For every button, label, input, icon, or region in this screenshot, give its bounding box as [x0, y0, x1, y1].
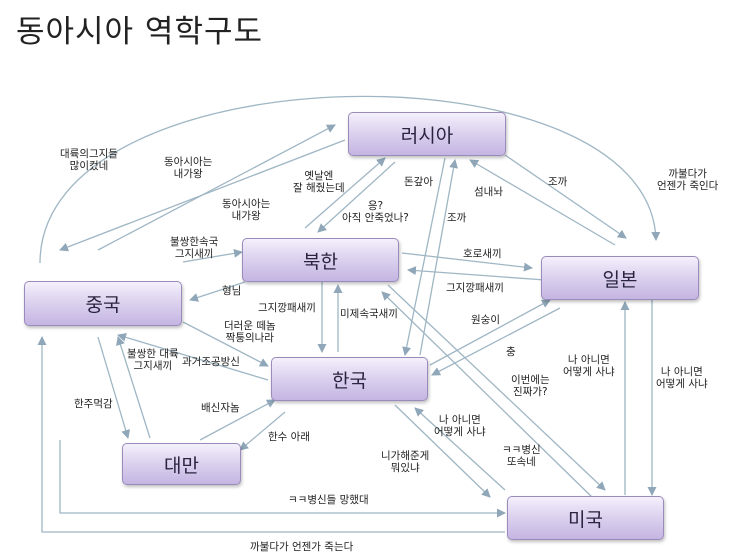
label-japan-russia-2: 조까: [548, 176, 568, 188]
label-japan-korea-2: 충: [506, 346, 516, 358]
label-taiwan-usa: ㅋㅋ병신들 망했대: [288, 494, 369, 506]
label-russia-korea-1: 돈갚아: [404, 176, 433, 188]
arrow-japan-korea: [431, 307, 561, 376]
label-nk-korea-1: 그지깡패새끼: [258, 302, 316, 314]
label-japan-usa-3: ㅋㅋ병신 또속네: [502, 444, 541, 468]
arrow-japan-nk: [407, 266, 546, 281]
arrow-china-nk: [182, 248, 243, 263]
arrow-china-japan-arc: [39, 95, 661, 264]
arrow-china-korea: [182, 321, 269, 367]
node-russia[interactable]: 러시아: [348, 112, 506, 156]
arrow-japan-russia: [469, 159, 616, 246]
label-japan-usa-2: 나 아니면 어떻게 사냐: [656, 366, 708, 390]
label-china-taiwan-1: 불쌍한 대륙 그지새끼: [127, 348, 179, 372]
label-china-russia-2: 동아시아는 내가왕: [164, 156, 213, 180]
arrow-nk-japan: [401, 252, 533, 272]
arrow-nk-china: [189, 281, 246, 302]
arrow-taiwan-china: [116, 336, 151, 439]
arrow-korea-japan: [429, 299, 551, 366]
label-korea-usa-2: 니가해준게 뭐있냐: [381, 450, 430, 474]
label-china-nk-1: 불쌍한속국 그지새끼: [170, 236, 219, 260]
label-nk-usa: 이번에는 진짜가?: [511, 374, 550, 398]
label-nk-japan-1: 호로새끼: [463, 248, 502, 260]
page-title: 동아시아 역학구도: [16, 14, 264, 50]
label-japan-korea-1: 원숭이: [471, 314, 500, 326]
label-taiwan-korea-2: 한수 아래: [268, 431, 310, 443]
label-korea-usa-1: 나 아니면 어떻게 사냐: [434, 414, 486, 438]
arrow-russia-china: [59, 139, 346, 252]
label-japan-usa-1: 나 아니면 어떻게 사냐: [563, 354, 615, 378]
label-usa-china-bottom: 까불다가 언젠가 죽는다: [250, 541, 354, 553]
arrow-nk-usa: [387, 284, 606, 491]
arrow-russia-nk: [317, 161, 396, 233]
label-taiwan-korea-1: 배신자놈: [201, 402, 240, 414]
label-nk-russia-2: 옛날엔 잘 해줬는데: [293, 170, 345, 194]
arrow-korea-usa: [394, 404, 491, 498]
arrow-usa-nk: [381, 291, 596, 501]
arrow-china-taiwan: [97, 336, 131, 439]
arrow-korea-china: [117, 332, 269, 381]
node-china[interactable]: 중국: [24, 281, 182, 326]
label-japan-russia-1: 섬내놔: [474, 186, 503, 198]
arrow-russia-japan: [504, 154, 627, 239]
arrow-russia-korea: [402, 157, 446, 356]
label-russia-korea-2: 조까: [447, 212, 467, 224]
node-usa[interactable]: 미국: [507, 496, 664, 540]
label-china-taiwan-2: 한주먹감: [74, 398, 113, 410]
node-north-korea[interactable]: 북한: [242, 238, 399, 282]
label-nk-russia-1: 동아시아는 내가왕: [222, 198, 271, 222]
label-nk-korea-2: 미제속국새끼: [340, 308, 398, 320]
node-taiwan[interactable]: 대만: [122, 443, 241, 485]
arrow-china-russia: [97, 124, 336, 251]
label-china-korea-1: 더러운 떼놈 짝퉁의나라: [224, 320, 276, 344]
arrow-taiwan-korea: [199, 399, 276, 441]
label-nk-japan-2: 그지깡패새끼: [446, 282, 504, 294]
arrow-taiwan-usa: [59, 440, 506, 518]
label-japan-usa-top: 까불다가 언젠가 죽인다: [657, 168, 719, 192]
label-china-russia-1: 대륙의그지들 많이컸네: [60, 148, 118, 172]
label-china-nk-2: 형님: [222, 285, 242, 297]
arrow-usa-korea: [414, 407, 506, 491]
node-japan[interactable]: 일본: [541, 256, 699, 300]
label-china-korea-2: 과거조공방신: [182, 356, 240, 368]
arrow-usa-china-bottom: [37, 336, 505, 533]
arrow-nk-russia: [304, 157, 386, 229]
node-korea[interactable]: 한국: [271, 357, 428, 401]
arrow-korea-taiwan: [239, 411, 286, 451]
label-nk-russia-3: 응? 아직 안죽었나?: [342, 200, 409, 224]
